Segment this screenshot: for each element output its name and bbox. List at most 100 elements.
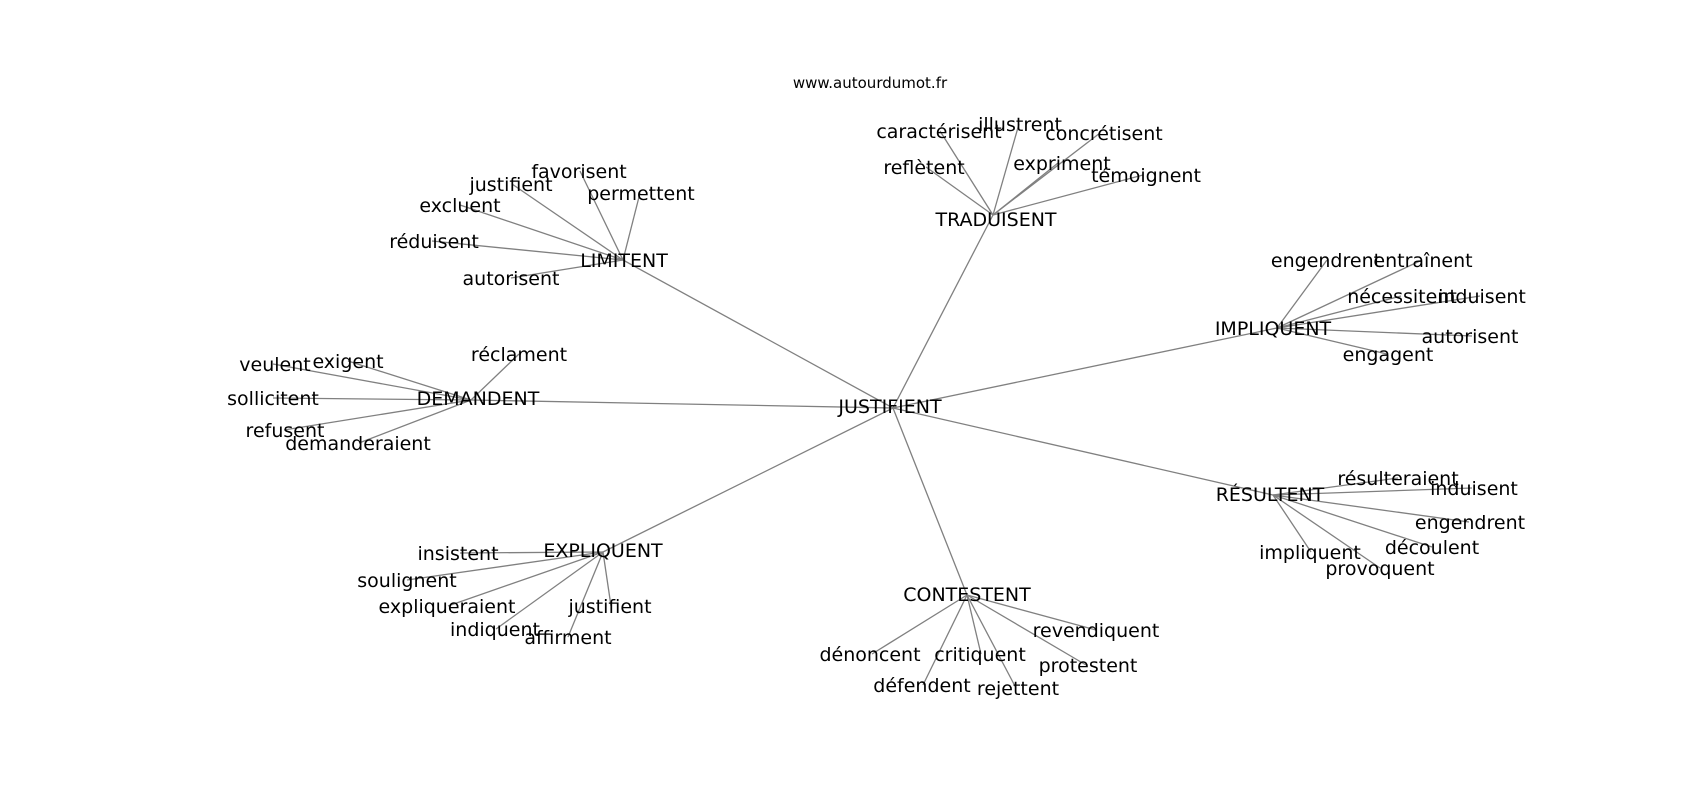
- edge-center-contestent: [892, 407, 968, 596]
- leaf-word[interactable]: entraînent: [1373, 250, 1472, 272]
- edge-contestent-leaf: [922, 594, 968, 686]
- hub-word-demandent[interactable]: DEMANDENT: [417, 388, 540, 410]
- edge-contestent-leaf: [966, 594, 1097, 631]
- leaf-word[interactable]: engendrent: [1415, 512, 1525, 534]
- leaf-word[interactable]: expriment: [1013, 153, 1110, 175]
- edge-expliquent-leaf: [406, 551, 604, 581]
- leaf-word[interactable]: reflètent: [883, 157, 964, 179]
- edge-center-expliquent: [602, 407, 894, 553]
- edge-resultent-leaf: [1272, 477, 1399, 496]
- edge-impliquent-leaf: [1276, 295, 1481, 329]
- leaf-word[interactable]: concrétisent: [1045, 123, 1162, 145]
- leaf-word[interactable]: défendent: [873, 675, 970, 697]
- edge-center-limitent: [622, 259, 894, 409]
- graph-edges: [272, 123, 1481, 689]
- edge-contestent-leaf: [966, 594, 1087, 666]
- edge-impliquent-leaf: [1276, 327, 1388, 355]
- edge-resultent-leaf: [1272, 487, 1473, 496]
- edge-traduisent-leaf: [992, 123, 1020, 216]
- leaf-word[interactable]: justifient: [468, 174, 552, 196]
- hub-word-expliquent[interactable]: EXPLIQUENT: [543, 540, 663, 562]
- edge-limitent-leaf: [622, 192, 641, 261]
- edge-contestent-leaf: [966, 594, 982, 655]
- edge-limitent-leaf: [511, 183, 624, 261]
- leaf-word[interactable]: réclament: [471, 344, 567, 366]
- leaf-word[interactable]: exigent: [312, 351, 383, 373]
- edge-expliquent-leaf: [495, 551, 604, 630]
- edge-limitent-leaf: [459, 204, 624, 261]
- leaf-word[interactable]: veulent: [239, 354, 310, 376]
- leaf-word[interactable]: demanderaient: [285, 433, 431, 455]
- edge-center-traduisent: [892, 214, 994, 409]
- hub-word-limitent[interactable]: LIMITENT: [580, 250, 668, 272]
- hub-word-resultent[interactable]: RÉSULTENT: [1216, 483, 1325, 506]
- leaf-word[interactable]: favorisent: [531, 161, 626, 183]
- leaf-word[interactable]: revendiquent: [1033, 620, 1160, 642]
- leaf-word[interactable]: engendrent: [1271, 250, 1381, 272]
- leaf-word[interactable]: permettent: [587, 183, 695, 205]
- source-watermark: www.autourdumot.fr: [793, 74, 948, 92]
- leaf-word[interactable]: résulteraient: [1337, 468, 1458, 490]
- edge-demandent-leaf: [272, 397, 472, 401]
- leaf-word[interactable]: protestent: [1039, 655, 1138, 677]
- leaf-word[interactable]: affirment: [524, 627, 611, 649]
- edge-contestent-leaf: [966, 594, 1017, 689]
- leaf-word[interactable]: provoquent: [1325, 558, 1434, 580]
- edge-limitent-leaf: [579, 170, 624, 261]
- leaf-word[interactable]: témoignent: [1091, 165, 1201, 187]
- edge-expliquent-leaf: [447, 551, 604, 607]
- leaf-word[interactable]: excluent: [419, 195, 500, 217]
- edge-impliquent-leaf: [1276, 295, 1402, 329]
- edge-center-demandent: [470, 399, 894, 409]
- leaf-word[interactable]: justifient: [567, 596, 651, 618]
- leaf-word[interactable]: soulignent: [357, 570, 456, 592]
- edge-expliquent-leaf: [602, 551, 612, 607]
- leaf-word[interactable]: autorisent: [463, 268, 560, 290]
- hub-word-traduisent[interactable]: TRADUISENT: [934, 209, 1056, 231]
- edge-impliquent-leaf: [1276, 259, 1328, 329]
- leaf-word[interactable]: réduisent: [389, 231, 479, 253]
- edge-contestent-leaf: [871, 594, 968, 655]
- edge-demandent-leaf: [470, 353, 520, 401]
- edge-demandent-leaf: [347, 360, 472, 401]
- leaf-word[interactable]: induisent: [1438, 286, 1526, 308]
- leaf-word[interactable]: rejettent: [977, 678, 1059, 700]
- leaf-word[interactable]: insistent: [417, 543, 498, 565]
- leaf-word[interactable]: autorisent: [1422, 326, 1519, 348]
- leaf-word[interactable]: caractérisent: [876, 121, 1001, 143]
- edge-resultent-leaf: [1272, 494, 1312, 553]
- leaf-word[interactable]: expliqueraient: [379, 596, 516, 618]
- edge-demandent-leaf: [272, 363, 472, 401]
- leaf-word[interactable]: nécessitent: [1347, 286, 1457, 308]
- edge-center-resultent: [892, 407, 1274, 496]
- edge-expliquent-leaf: [459, 551, 604, 554]
- edge-traduisent-leaf: [939, 130, 994, 216]
- edge-center-impliquent: [892, 327, 1278, 409]
- hub-word-contestent[interactable]: CONTESTENT: [903, 584, 1031, 606]
- leaf-word[interactable]: critiquent: [934, 644, 1026, 666]
- edge-resultent-leaf: [1272, 494, 1470, 523]
- leaf-word[interactable]: dénoncent: [819, 644, 920, 666]
- leaf-word[interactable]: illustrent: [978, 114, 1062, 136]
- edge-limitent-leaf: [431, 240, 624, 261]
- leaf-word[interactable]: impliquent: [1259, 542, 1361, 564]
- edge-traduisent-leaf: [925, 166, 994, 216]
- center-word[interactable]: JUSTIFIENT: [837, 396, 942, 418]
- edge-resultent-leaf: [1272, 494, 1433, 548]
- edge-resultent-leaf: [1272, 494, 1381, 569]
- leaf-word[interactable]: découlent: [1385, 537, 1479, 559]
- edge-impliquent-leaf: [1276, 327, 1473, 337]
- leaf-word[interactable]: engagent: [1343, 344, 1434, 366]
- edge-traduisent-leaf: [992, 162, 1059, 216]
- edge-demandent-leaf: [358, 399, 472, 444]
- edge-demandent-leaf: [283, 399, 472, 431]
- leaf-word[interactable]: refusent: [246, 420, 325, 442]
- hub-word-impliquent[interactable]: IMPLIQUENT: [1215, 318, 1332, 340]
- edge-impliquent-leaf: [1276, 259, 1423, 329]
- leaf-word[interactable]: indiquent: [450, 619, 540, 641]
- leaf-word[interactable]: sollicitent: [227, 388, 319, 410]
- leaf-word[interactable]: induisent: [1430, 478, 1518, 500]
- graph-labels: JUSTIFIENTLIMITENTfavorisentjustifientex…: [227, 114, 1526, 700]
- edge-expliquent-leaf: [567, 551, 604, 638]
